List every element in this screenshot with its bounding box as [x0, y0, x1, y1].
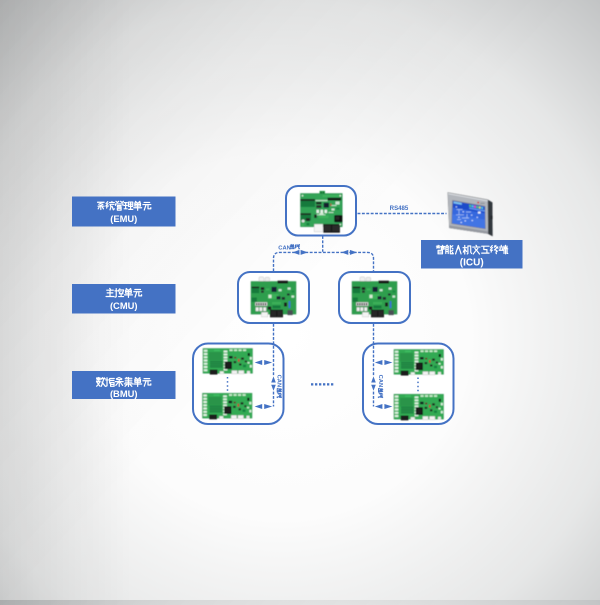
svg-text:CAN: CAN — [278, 245, 291, 251]
svg-text:(EMU): (EMU) — [110, 213, 137, 224]
svg-text:(ICU): (ICU) — [460, 258, 484, 269]
svg-text:CAN: CAN — [276, 375, 282, 388]
svg-text:(CMU): (CMU) — [110, 300, 138, 311]
svg-text:(BMU): (BMU) — [110, 388, 138, 399]
svg-text:CAN: CAN — [377, 375, 383, 388]
svg-text:RS485: RS485 — [390, 205, 409, 212]
